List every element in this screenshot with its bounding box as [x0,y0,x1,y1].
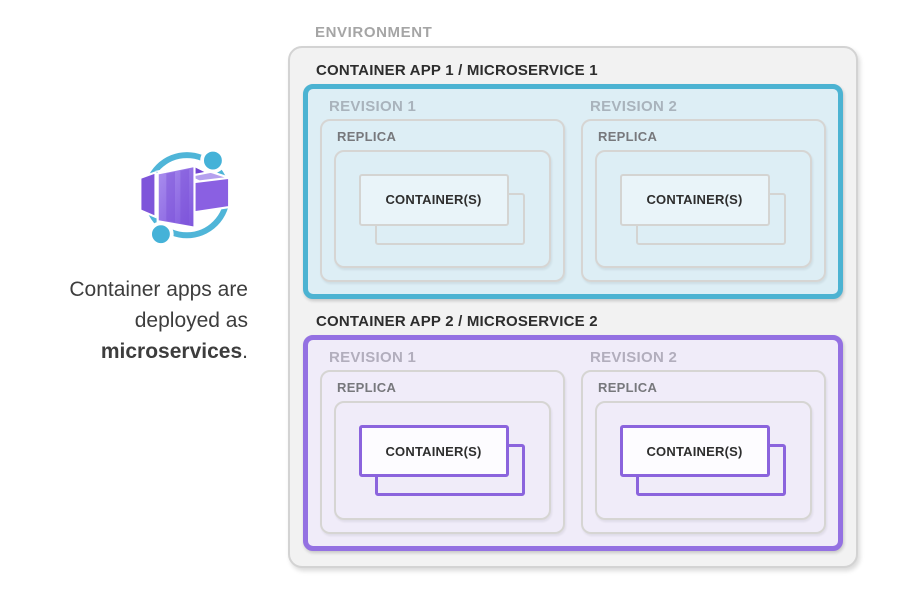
container-apps-icon-svg [139,147,233,247]
app1-revision-1-replica-box: REPLICA CONTAINER(S) [320,119,565,282]
app1-revision-2-container-front: CONTAINER(S) [619,173,770,226]
app1-revision-1-replica-inner-box: CONTAINER(S) [334,150,551,268]
app2-revision-1-container-front: CONTAINER(S) [358,425,509,477]
app2-revision-1-container-stack: CONTAINER(S) [358,425,527,496]
app1-revision-2-label: REVISION 2 [590,98,678,115]
caption-emphasis: microservices [100,340,243,363]
app2-revision-2-replica-inner-box: CONTAINER(S) [595,401,812,520]
app2-revision-1-replica-label: REPLICA [337,380,397,395]
app1-revision-1-replica-label: REPLICA [337,129,397,144]
app2-revision-2-container-front: CONTAINER(S) [619,425,770,477]
app1-revision-2: REVISION 2 REPLICA CONTAINER(S) [581,97,826,282]
container-app-1-title: CONTAINER APP 1 / MICROSERVICE 1 [316,62,598,79]
app1-revision-1-container-stack: CONTAINER(S) [358,173,527,245]
caption-line-2: deployed as [134,309,248,332]
app2-revision-1-replica-inner-box: CONTAINER(S) [334,401,551,520]
container-app-2-title: CONTAINER APP 2 / MICROSERVICE 2 [316,313,598,330]
container-app-1-box: REVISION 1 REPLICA CONTAINER(S) REVISION… [303,84,843,299]
caption-line-1: Container apps are [69,278,248,301]
app2-revision-1: REVISION 1 REPLICA CONTAINER(S) [320,348,565,534]
app1-revision-1: REVISION 1 REPLICA CONTAINER(S) [320,97,565,282]
app2-revision-2-replica-box: REPLICA CONTAINER(S) [581,370,826,534]
app2-revision-2-label: REVISION 2 [590,349,678,366]
caption-line-3: microservices. [28,336,248,367]
app1-revision-2-replica-box: REPLICA CONTAINER(S) [581,119,826,282]
app1-revision-2-replica-label: REPLICA [598,129,658,144]
app2-revision-2-replica-label: REPLICA [598,380,658,395]
app1-revision-2-replica-inner-box: CONTAINER(S) [595,150,812,268]
container-app-2-box: REVISION 1 REPLICA CONTAINER(S) REVISION… [303,335,843,551]
app1-revision-2-container-stack: CONTAINER(S) [619,173,788,245]
app2-revision-2-container-stack: CONTAINER(S) [619,425,788,496]
environment-label: ENVIRONMENT [315,24,433,41]
caption-suffix: . [242,340,248,363]
app1-revision-1-label: REVISION 1 [329,98,417,115]
azure-container-apps-icon [136,141,240,247]
app2-revision-2: REVISION 2 REPLICA CONTAINER(S) [581,348,826,534]
environment-box: CONTAINER APP 1 / MICROSERVICE 1 REVISIO… [288,46,858,568]
app1-revision-1-container-front: CONTAINER(S) [358,173,509,226]
caption-text: Container apps are deployed as microserv… [28,274,248,367]
app2-revision-1-label: REVISION 1 [329,349,417,366]
app2-revision-1-replica-box: REPLICA CONTAINER(S) [320,370,565,534]
